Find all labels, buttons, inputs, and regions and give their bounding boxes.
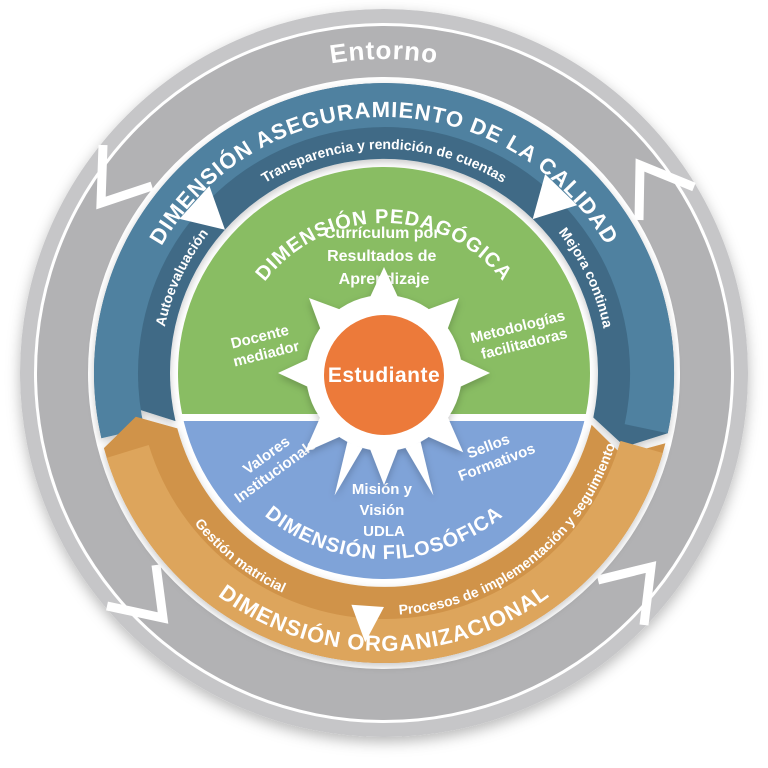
dimension-ring (94, 83, 675, 664)
curriculum-line: Currículum por (324, 225, 440, 242)
curriculum-line: Resultados de (327, 248, 436, 265)
organizational-ring-outer-band (106, 440, 663, 663)
mision-line: Visión (360, 502, 405, 519)
mision-line: Misión y (352, 481, 413, 498)
separator-wedge-icon (179, 185, 225, 230)
student-label: Estudiante (328, 364, 440, 387)
student-circle (324, 315, 444, 435)
entorno-label: Entorno (328, 35, 441, 69)
mision-line: UDLA (363, 523, 405, 540)
outer-ring-chevron-icon (106, 564, 169, 624)
separator-wedge-icon (532, 174, 578, 220)
mision-vision-label: Misión y Visión UDLA (352, 481, 416, 540)
quality-ring-outer-band (94, 83, 675, 439)
outer-ring-chevron-icon (596, 561, 657, 626)
outer-ring-chevron-icon (96, 144, 154, 210)
separator-wedge-icon (351, 604, 384, 643)
outer-ring-chevron-icon (634, 158, 696, 221)
starburst-rays (278, 267, 490, 496)
